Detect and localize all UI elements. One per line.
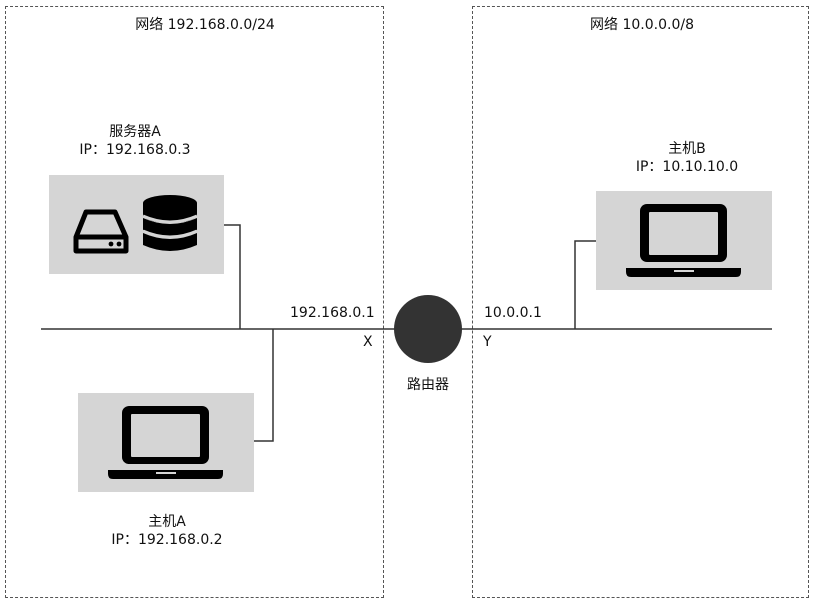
host-b-link-line [574, 240, 596, 329]
host-a-name: 主机A [148, 514, 186, 530]
hard-drive-icon [73, 209, 129, 254]
network-left-boundary [5, 6, 384, 598]
server-a-label: 服务器A IP：192.168.0.3 [60, 123, 210, 159]
host-a-link-line [254, 329, 274, 442]
router-label: 路由器 [407, 377, 449, 393]
host-b-name: 主机B [668, 141, 706, 157]
router-interface-x-label: X [363, 334, 373, 350]
host-a-label: 主机A IP：192.168.0.2 [92, 513, 242, 549]
router-node [394, 295, 462, 363]
host-b-label: 主机B IP：10.10.10.0 [612, 140, 762, 176]
laptop-icon [108, 406, 223, 479]
router-interface-x-ip: 192.168.0.1 [290, 305, 375, 321]
server-a-name: 服务器A [109, 124, 161, 140]
host-a-ip: IP：192.168.0.2 [111, 532, 223, 548]
router-interface-y-ip: 10.0.0.1 [484, 305, 542, 321]
network-right-title: 网络 10.0.0.0/8 [590, 17, 694, 33]
network-left-title: 网络 192.168.0.0/24 [135, 17, 275, 33]
server-a-link-line [224, 224, 241, 329]
host-b-ip: IP：10.10.10.0 [635, 159, 739, 175]
server-a-ip: IP：192.168.0.3 [79, 142, 191, 158]
network-right-boundary [472, 6, 809, 598]
router-interface-y-label: Y [483, 334, 492, 350]
laptop-icon [626, 204, 741, 277]
database-icon [142, 195, 198, 251]
